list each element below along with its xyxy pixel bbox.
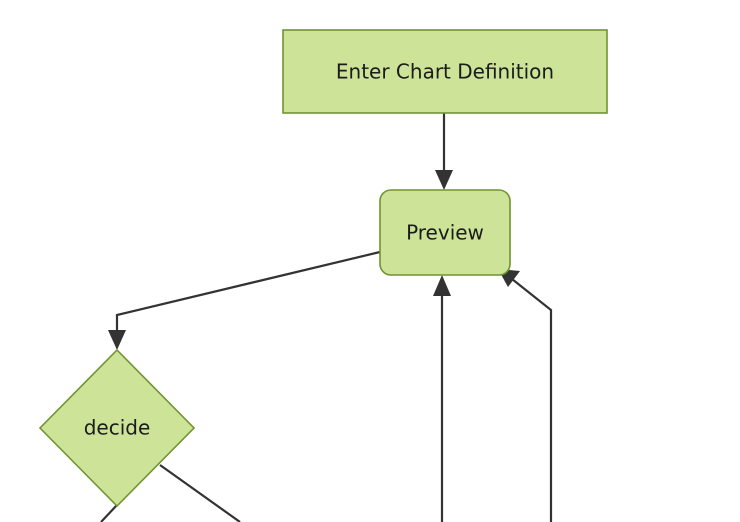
edge-return-right-to-preview [498,269,553,522]
edge-decide-out-left [100,504,118,522]
node-label-enter-chart-definition: Enter Chart Definition [336,60,554,84]
node-label-preview: Preview [406,221,484,245]
edge-line [511,278,553,522]
node-preview[interactable]: Preview [379,189,511,276]
node-rounded-rectangle[interactable] [379,189,511,276]
node-enter-chart-definition[interactable]: Enter Chart Definition [282,29,608,114]
edge-return-center-to-preview [433,275,451,522]
node-label-decide: decide [84,416,151,440]
arrow-head-icon [435,170,453,190]
edge-preview-to-decide [108,250,381,350]
edge-line [115,250,381,335]
arrow-head-icon [108,330,126,350]
edge-line [100,504,118,522]
node-rectangle[interactable] [282,29,608,114]
node-decide[interactable]: decide [38,348,196,508]
edge-decide-out-right [159,464,241,522]
edge-enter-to-preview [435,113,453,190]
arrow-head-icon [433,275,451,296]
edge-line [159,464,241,522]
node-diamond[interactable] [38,348,196,508]
